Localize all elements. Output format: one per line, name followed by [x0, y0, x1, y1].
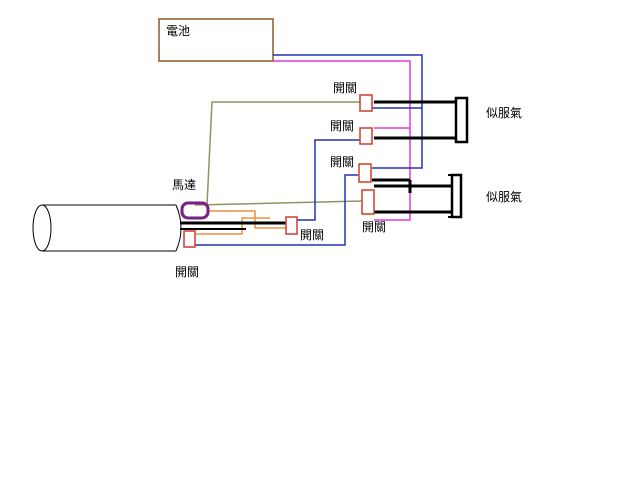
servo-2 [448, 173, 463, 219]
motor [180, 201, 210, 220]
motor-label: 馬達 [172, 178, 196, 192]
switch-2 [359, 127, 373, 145]
switch-left [183, 230, 196, 248]
switch-1 [359, 94, 373, 112]
wire-olive-top [206, 101, 360, 206]
wire-blue-right [273, 54, 423, 169]
cylinder-body [32, 204, 182, 252]
switch-4 [361, 189, 375, 215]
switch-4-label: 開關 [362, 220, 386, 234]
switch-2-label: 開關 [330, 119, 354, 133]
wire-orange-2 [196, 217, 270, 235]
wire-magenta [273, 60, 411, 221]
switch-1-label: 開關 [333, 81, 357, 95]
wire-olive-mid [194, 200, 363, 206]
switch-3 [358, 163, 372, 183]
battery-box [158, 18, 274, 62]
switch-3-label: 開關 [330, 155, 354, 169]
switch-5 [285, 216, 298, 235]
servo-1-label: 似服氣 [486, 106, 522, 120]
battery-label: 電池 [166, 24, 190, 38]
servo-2-label: 似服氣 [486, 190, 522, 204]
switch-left-label: 開關 [175, 265, 199, 279]
wire-blue-left [297, 139, 360, 221]
wire-orange-1 [208, 210, 286, 229]
switch-5-label: 開關 [300, 228, 324, 242]
servo-1 [454, 96, 469, 144]
